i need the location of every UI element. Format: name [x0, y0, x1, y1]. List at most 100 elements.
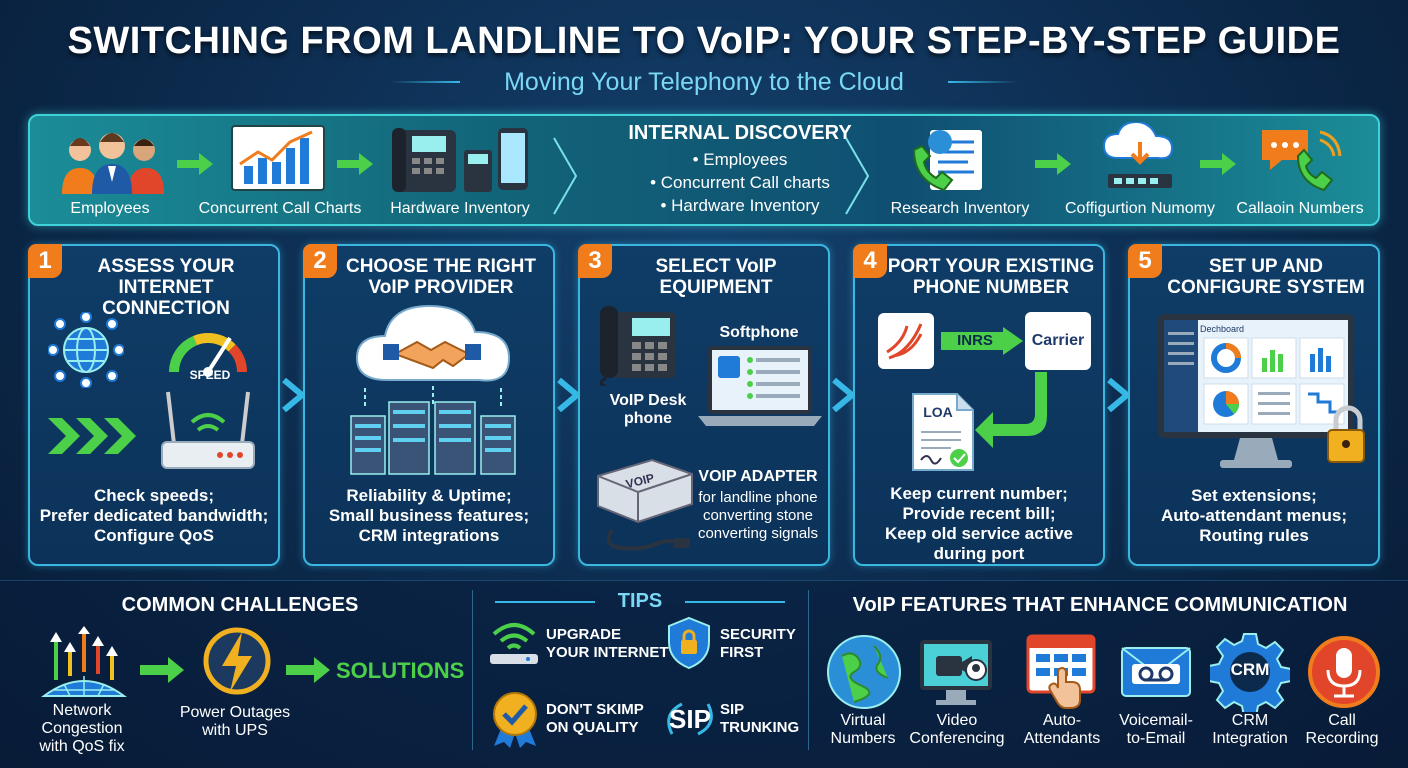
callout-phone-icon [1262, 130, 1342, 192]
tips-title: TIPS [617, 590, 663, 612]
discovery-item: • Hardware Inventory [660, 196, 820, 215]
step-title: PORT YOUR EXISTING PHONE NUMBER [887, 256, 1095, 298]
chevron-right-icon [845, 137, 870, 215]
wifi-router-icon [490, 623, 538, 664]
arrow-right-icon [1035, 153, 1071, 175]
crm-gear-icon [1210, 633, 1290, 712]
step-number: 4 [853, 244, 887, 278]
features-title: VoIP FEATURES THAT ENHANCE COMMUNICATION [852, 594, 1348, 616]
carrier-box: Carrier [1025, 312, 1091, 370]
router-icon [161, 391, 255, 469]
tips-line-right [685, 601, 785, 603]
inrs-label: INRS [957, 332, 993, 349]
step-number: 5 [1128, 244, 1162, 278]
tips-line-left [495, 601, 595, 603]
discovery-title: INTERNAL DISCOVERY [628, 122, 852, 144]
step-arrow-icon [557, 378, 579, 412]
cloud-config-icon [1102, 122, 1174, 188]
step-number: 3 [578, 244, 612, 278]
auto-attendant-icon [1026, 634, 1096, 709]
subtitle-line-right [948, 81, 1018, 83]
softphone-label: Softphone [719, 324, 799, 341]
arrow-right-icon [337, 153, 373, 175]
dashboard-label: Dechboard [1200, 324, 1245, 334]
security-shield-icon [668, 616, 710, 670]
laptop-softphone-icon [698, 346, 822, 426]
adapter-title: VOIP ADAPTER [698, 468, 818, 485]
step-number: 2 [303, 244, 337, 278]
internal-discovery: INTERNAL DISCOVERY • Employees • Concurr… [590, 122, 890, 217]
step-description: Keep current number;Provide recent bill;… [884, 484, 1074, 563]
step-arrow-icon [282, 378, 304, 412]
power-outage-icon [203, 627, 271, 695]
return-arrow-icon [975, 372, 1047, 448]
network-globe-icon [48, 312, 124, 388]
challenges-title: COMMON CHALLENGES [121, 594, 359, 616]
step-description: Check speeds;Prefer dedicated bandwidth;… [39, 486, 269, 545]
hardware-icon [392, 128, 528, 192]
feature-auto-attendants: Auto-Attendants [1023, 712, 1101, 747]
port-arrow-icon [941, 327, 1023, 355]
monitor-dashboard-icon [1158, 314, 1365, 468]
forward-chevrons-icon [48, 418, 136, 454]
banner-label-charts: Concurrent Call Charts [198, 200, 362, 217]
arrow-right-icon [140, 657, 184, 683]
cloud-handshake-icon [355, 304, 511, 382]
solutions-label: SOLUTIONS [336, 658, 465, 683]
employees-icon [62, 133, 164, 194]
banner-label-research: Research Inventory [890, 200, 1030, 217]
voip-adapter-icon [597, 458, 693, 551]
discovery-banner: Employees Concurrent Call Charts Hardwar… [28, 114, 1380, 226]
banner-label-numbers: Callaoin Numbers [1236, 200, 1364, 217]
step-2-card: 2 CHOOSE THE RIGHT VoIP PROVIDER Reliabi… [303, 244, 555, 566]
research-phone-icon [912, 130, 982, 192]
step-title: SELECT VoIP EQUIPMENT [655, 256, 777, 298]
speed-label: SPEED [189, 368, 231, 382]
page-title: SWITCHING FROM LANDLINE TO VoIP: YOUR ST… [67, 20, 1341, 62]
arrow-right-icon [1200, 153, 1236, 175]
page-subtitle: Moving Your Telephony to the Cloud [504, 68, 904, 96]
video-conference-icon [920, 640, 992, 705]
chevron-right-icon [553, 137, 578, 215]
chart-icon [231, 125, 325, 191]
discovery-item: • Employees [692, 150, 788, 169]
banner-label-employees: Employees [70, 200, 150, 217]
divider [808, 590, 809, 750]
arrow-right-icon [286, 657, 330, 683]
sip-trunking-icon [667, 702, 713, 736]
desk-phone-icon [599, 306, 676, 386]
step-5-card: 5 SET UP AND CONFIGURE SYSTEM Dechboard … [1128, 244, 1380, 566]
loa-label: LOA [923, 404, 953, 420]
old-carrier-logo-icon [878, 313, 934, 369]
speed-gauge-icon [169, 333, 247, 377]
globe-icon [827, 635, 901, 709]
deskphone-label: VoIP Desk phone [609, 392, 687, 427]
step-description: Set extensions;Auto-attendant menus;Rout… [1160, 486, 1348, 545]
step-arrow-icon [1107, 378, 1129, 412]
step-description: Reliability & Uptime;Small business feat… [328, 486, 530, 545]
loa-document-icon [912, 393, 974, 471]
data-center-icon [350, 386, 516, 475]
call-recording-icon [1308, 636, 1380, 708]
subtitle-line-left [390, 81, 460, 83]
divider [472, 590, 473, 750]
arrow-right-icon [177, 153, 213, 175]
step-3-card: 3 SELECT VoIP EQUIPMENT Softphone VoIP D… [578, 244, 830, 566]
voicemail-icon [1121, 647, 1191, 697]
step-number: 1 [28, 244, 62, 278]
network-congestion-icon [40, 626, 128, 697]
step-4-card: 4 PORT YOUR EXISTING PHONE NUMBER INRS C… [853, 244, 1105, 566]
step-title: SET UP AND CONFIGURE SYSTEM [1167, 256, 1365, 298]
quality-badge-icon [493, 692, 537, 748]
